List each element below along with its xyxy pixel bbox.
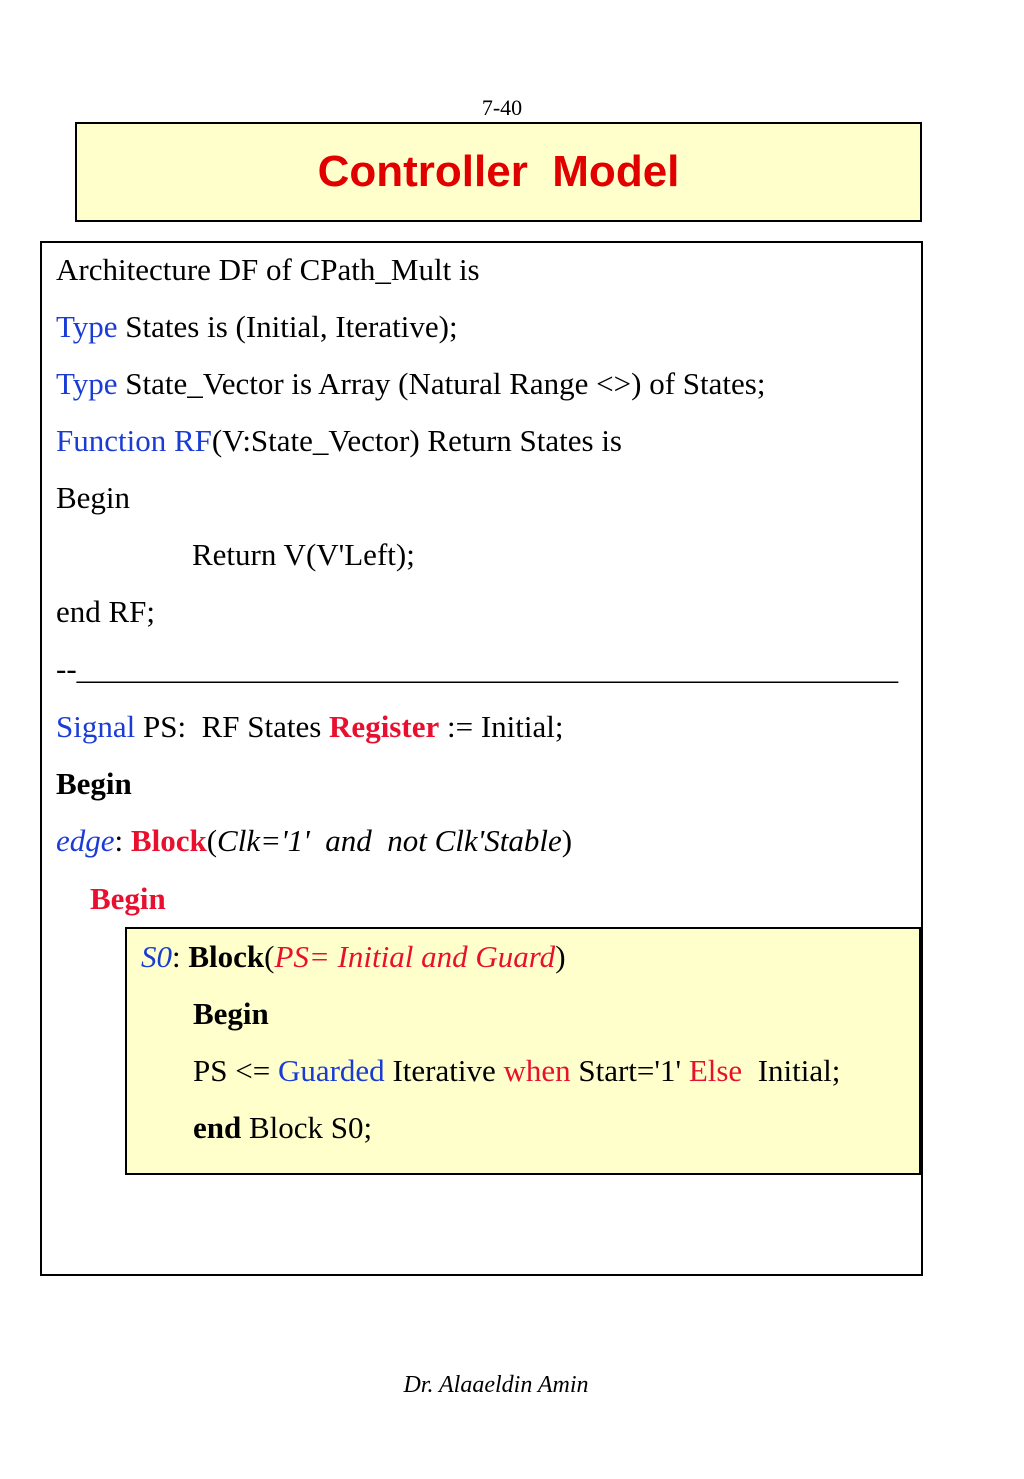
code-text: ) bbox=[555, 939, 566, 974]
code-line-signal: Signal PS: RF States Register := Initial… bbox=[56, 707, 563, 747]
code-line-begin-red: Begin bbox=[90, 881, 166, 916]
keyword-function: Function RF bbox=[56, 423, 212, 458]
code-line-type-state-vector: Type State_Vector is Array (Natural Rang… bbox=[56, 364, 765, 404]
keyword-block: Block bbox=[188, 939, 265, 974]
keyword-guarded: Guarded bbox=[277, 1053, 385, 1088]
author-footer: Dr. Alaaeldin Amin bbox=[403, 1372, 589, 1398]
code-line-begin: Begin bbox=[56, 480, 131, 515]
code-line-return: Return V(V'Left); bbox=[192, 537, 415, 572]
code-line-edge-block: edge: Block(Clk='1' and not Clk'Stable) bbox=[56, 821, 572, 861]
block-guard: PS= Initial and Guard bbox=[274, 939, 556, 974]
code-text: := Initial; bbox=[439, 709, 564, 744]
slide-title: Controller Model bbox=[317, 147, 680, 196]
code-text: Initial; bbox=[742, 1053, 841, 1088]
code-text: ( bbox=[264, 939, 275, 974]
block-label-edge: edge bbox=[56, 823, 115, 858]
code-text: (V:State_Vector) Return States is bbox=[211, 423, 622, 458]
keyword-when: when bbox=[503, 1053, 571, 1088]
code-line-begin-bold: Begin bbox=[56, 766, 132, 801]
code-text: States is (Initial, Iterative); bbox=[117, 309, 458, 344]
code-text: Iterative bbox=[384, 1053, 504, 1088]
code-listing: Architecture DF of CPath_Mult is Type St… bbox=[40, 241, 923, 1276]
code-text: PS <= bbox=[193, 1053, 278, 1088]
block-label-s0: S0 bbox=[141, 939, 172, 974]
keyword-else: Else bbox=[688, 1053, 743, 1088]
code-line-type-states: Type States is (Initial, Iterative); bbox=[56, 307, 458, 347]
code-text: ) bbox=[561, 823, 573, 858]
code-line-s0-block: S0: Block(PS= Initial and Guard) bbox=[141, 937, 566, 977]
page-number: 7-40 bbox=[481, 95, 523, 120]
title-banner: Controller Model bbox=[75, 122, 922, 222]
block-condition: Clk='1' and not Clk'Stable bbox=[217, 823, 562, 858]
code-text: PS: RF States bbox=[135, 709, 330, 744]
code-line-end-rf: end RF; bbox=[56, 594, 156, 629]
code-line-architecture: Architecture DF of CPath_Mult is bbox=[56, 252, 480, 287]
code-text: Block S0; bbox=[241, 1110, 373, 1145]
code-line-function-rf: Function RF(V:State_Vector) Return State… bbox=[56, 421, 622, 461]
keyword-type: Type bbox=[56, 366, 118, 401]
code-line-guarded-assign: PS <= Guarded Iterative when Start='1' E… bbox=[193, 1051, 840, 1091]
keyword-register: Register bbox=[329, 709, 440, 744]
code-text: : bbox=[114, 823, 131, 858]
keyword-type: Type bbox=[56, 309, 118, 344]
code-text: State_Vector is Array (Natural Range <>)… bbox=[117, 366, 766, 401]
keyword-signal: Signal bbox=[56, 709, 136, 744]
keyword-block: Block bbox=[130, 823, 207, 858]
keyword-end: end bbox=[193, 1110, 242, 1145]
code-text: Start='1' bbox=[570, 1053, 689, 1088]
code-line-end-block: end Block S0; bbox=[193, 1108, 372, 1148]
code-text: ( bbox=[206, 823, 218, 858]
nested-block-s0: S0: Block(PS= Initial and Guard) Begin P… bbox=[125, 927, 921, 1175]
code-line-separator: --______________________________________… bbox=[56, 651, 899, 686]
code-line-s0-begin: Begin bbox=[193, 996, 269, 1031]
code-text: : bbox=[172, 939, 189, 974]
